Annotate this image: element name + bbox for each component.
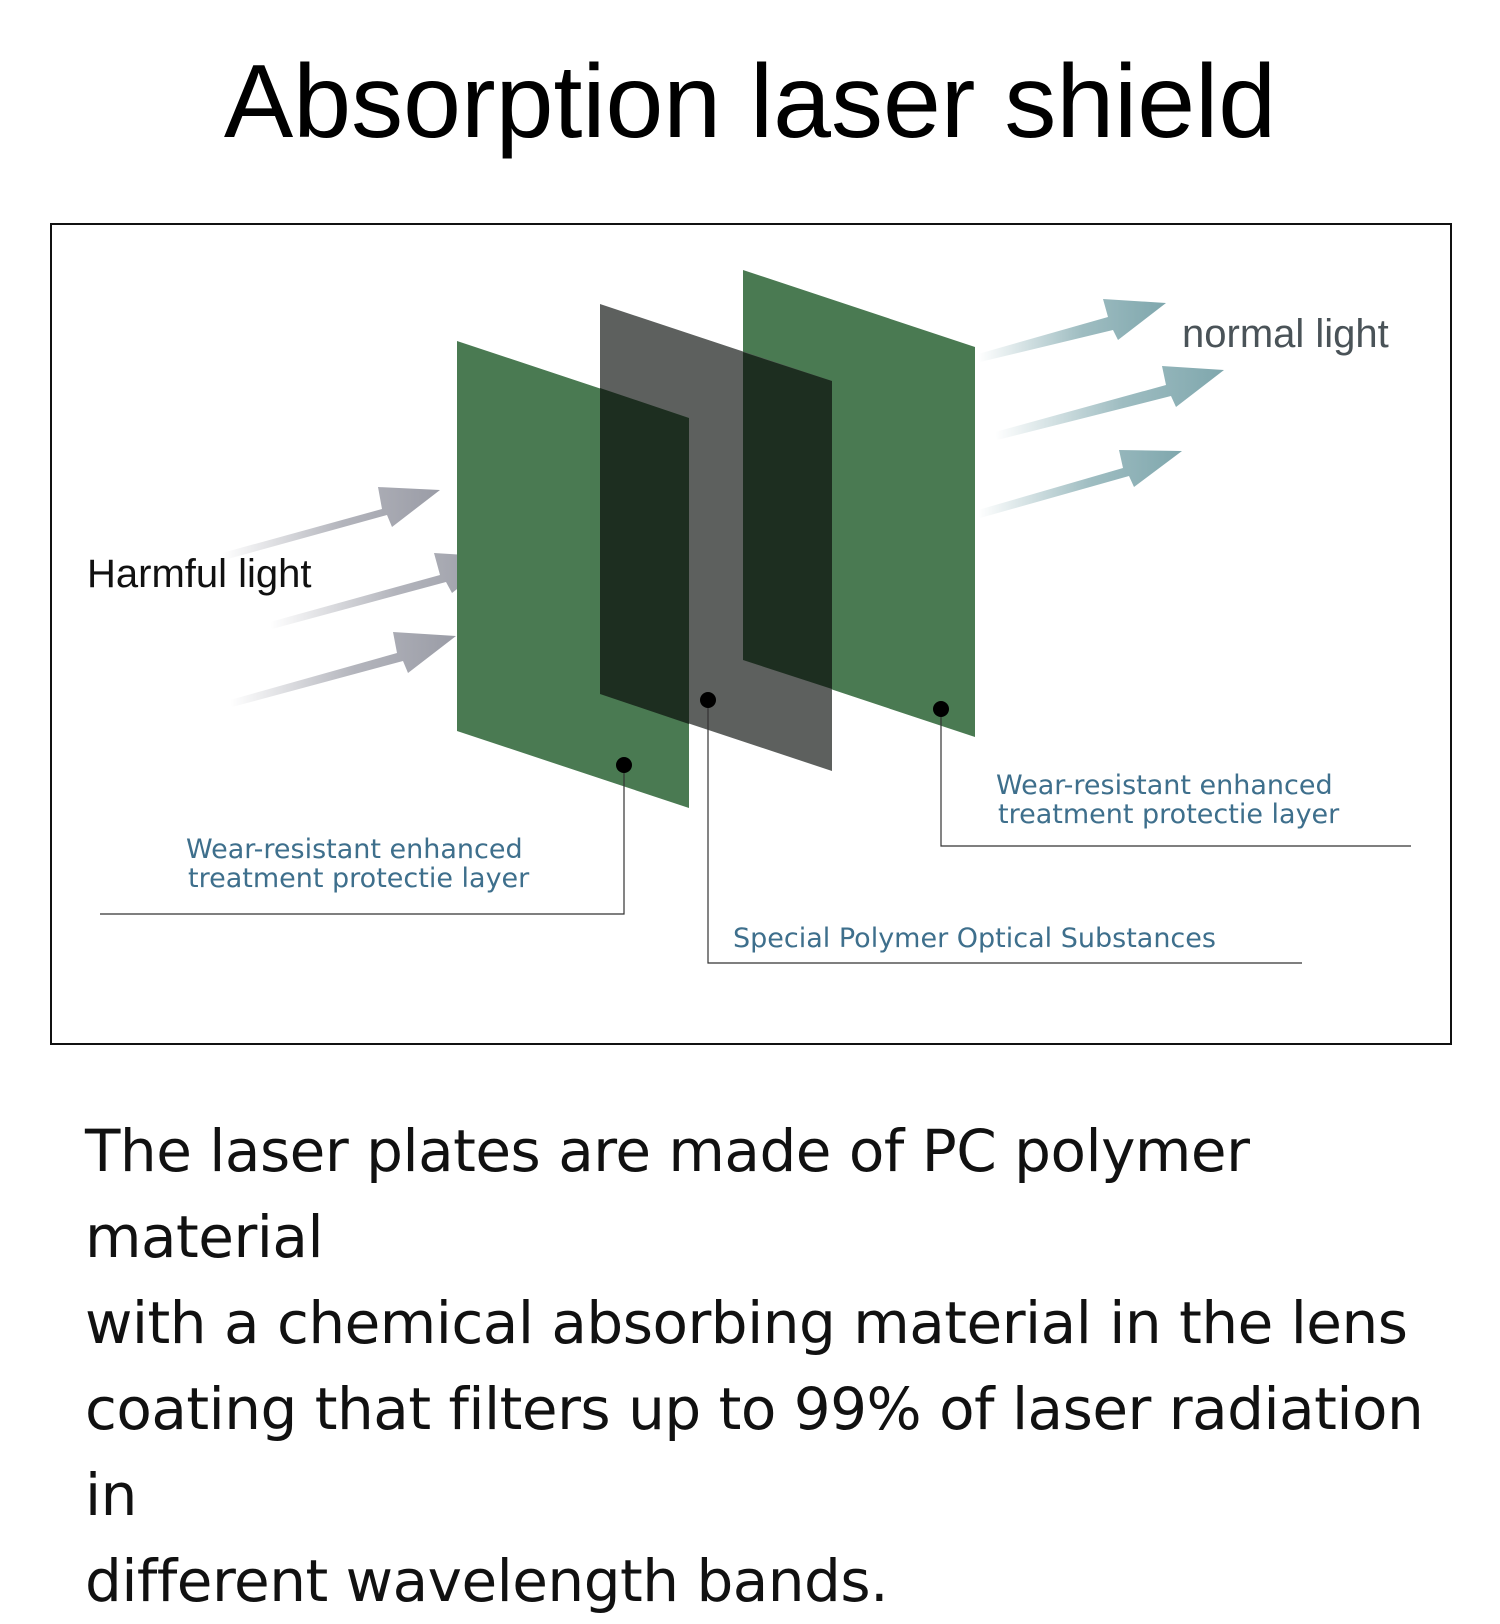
harmful-light-label: Harmful light [87, 552, 312, 596]
normal-arrow-2 [995, 366, 1224, 440]
page-title: Absorption laser shield [223, 44, 1277, 160]
layer-diagram: Harmful light normal light Wear-resistan… [87, 270, 1411, 964]
front-layer-callout-line-1: Wear-resistant enhanced [186, 834, 523, 865]
harmful-arrows [222, 487, 498, 707]
front-layer-callout-line-2: treatment protectie layer [188, 863, 530, 894]
harmful-arrow-2 [270, 553, 498, 629]
middle-callout-dot [700, 692, 716, 708]
normal-light-label: normal light [1182, 312, 1389, 356]
callout-lines [100, 700, 1411, 964]
middle-back-overlap [743, 352, 832, 689]
front-callout-dot [616, 757, 632, 773]
normal-arrow-3 [978, 450, 1182, 518]
middle-callout-line [707, 700, 1302, 964]
description-line: coating that filters up to 99% of laser … [85, 1375, 1424, 1529]
front-middle-overlap [600, 388, 689, 724]
back-layer-callout-line-2: treatment protectie layer [998, 799, 1340, 830]
back-layer-callout-line-1: Wear-resistant enhanced [996, 770, 1333, 801]
description-line: different wavelength bands. [85, 1547, 889, 1615]
diagram-frame [50, 223, 1452, 1045]
description-line: The laser plates are made of PC polymer … [85, 1117, 1250, 1271]
front-callout-line [100, 765, 625, 915]
normal-arrow-1 [978, 299, 1166, 362]
description: The laser plates are made of PC polymer … [85, 1108, 1465, 1624]
harmful-arrow-1 [222, 487, 440, 560]
middle-layer-callout: Special Polymer Optical Substances [733, 923, 1216, 954]
normal-arrows [978, 299, 1224, 518]
description-line: with a chemical absorbing material in th… [85, 1289, 1408, 1357]
back-callout-line [940, 709, 1411, 847]
back-callout-dot [933, 701, 949, 717]
harmful-arrow-3 [230, 632, 456, 707]
